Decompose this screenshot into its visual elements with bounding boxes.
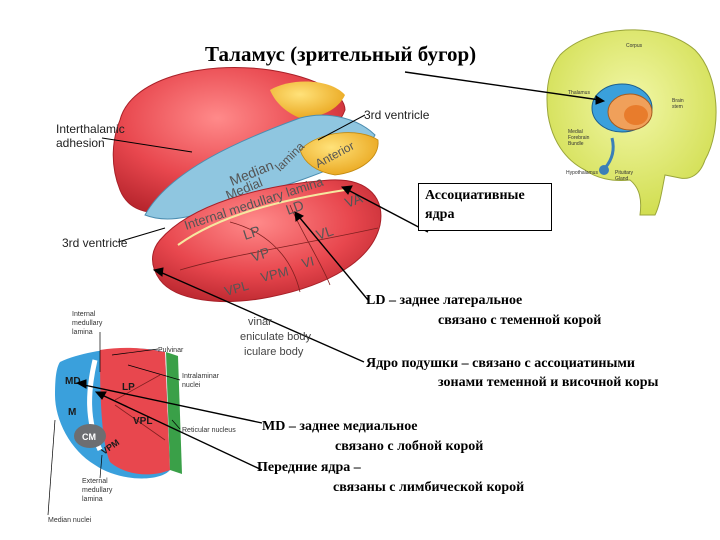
svg-text:stem: stem: [672, 104, 683, 110]
svg-text:External: External: [82, 478, 108, 485]
svg-text:Internal: Internal: [72, 311, 96, 318]
svg-text:Corpus: Corpus: [626, 43, 643, 49]
note-anterior-line1: Передние ядра –: [257, 459, 361, 477]
label-third-ventricle-left: 3rd ventricle: [62, 236, 127, 250]
label-behind-2: eniculate body: [240, 331, 311, 343]
svg-text:medullary: medullary: [82, 487, 113, 494]
svg-text:Median nuclei: Median nuclei: [48, 517, 92, 524]
associative-nuclei-label: Ассоциативные ядра: [425, 188, 525, 222]
section-illustration: MD LP M CM VPL VPM Internal medullary la…: [48, 311, 236, 524]
note-pulvinar-line2: зонами теменной и височной коры: [438, 374, 658, 392]
svg-text:CM: CM: [82, 432, 96, 442]
brain-illustration: Corpus Thalamus Brain stem Medial Forebr…: [547, 30, 716, 215]
svg-text:Pulvinar: Pulvinar: [158, 347, 184, 354]
note-md-line2: связано с лобной корой: [335, 438, 483, 456]
note-md-line1: MD – заднее медиальное: [262, 418, 417, 436]
svg-text:Thalamus: Thalamus: [568, 90, 590, 96]
note-ld-line2: связано с теменной корой: [438, 312, 601, 330]
svg-text:nuclei: nuclei: [182, 382, 201, 389]
svg-text:Intralaminar: Intralaminar: [182, 373, 220, 380]
svg-text:lamina: lamina: [82, 496, 103, 503]
label-behind-1: vinar: [248, 316, 272, 328]
svg-text:M: M: [68, 407, 76, 418]
svg-text:Gland: Gland: [615, 176, 629, 182]
svg-text:lamina: lamina: [72, 329, 93, 336]
svg-text:MD: MD: [65, 376, 81, 387]
label-third-ventricle-top: 3rd ventricle: [364, 108, 429, 122]
svg-text:Reticular nucleus: Reticular nucleus: [182, 427, 236, 434]
note-anterior-line2: связаны с лимбической корой: [333, 479, 524, 497]
page-title: Таламус (зрительный бугор): [205, 42, 476, 67]
note-ld-line1: LD – заднее латеральное: [366, 292, 522, 310]
label-behind-3: iculare body: [244, 346, 303, 358]
svg-text:LP: LP: [122, 382, 135, 393]
svg-text:Hypothalamus: Hypothalamus: [566, 170, 598, 176]
svg-text:medullary: medullary: [72, 320, 103, 327]
label-interthalamic-adhesion: Interthalamic adhesion: [56, 122, 125, 150]
associative-nuclei-box: Ассоциативные ядра: [418, 183, 552, 231]
note-pulvinar-line1: Ядро подушки – связано с ассоциатиными: [366, 355, 635, 373]
svg-text:Bundle: Bundle: [568, 141, 584, 147]
